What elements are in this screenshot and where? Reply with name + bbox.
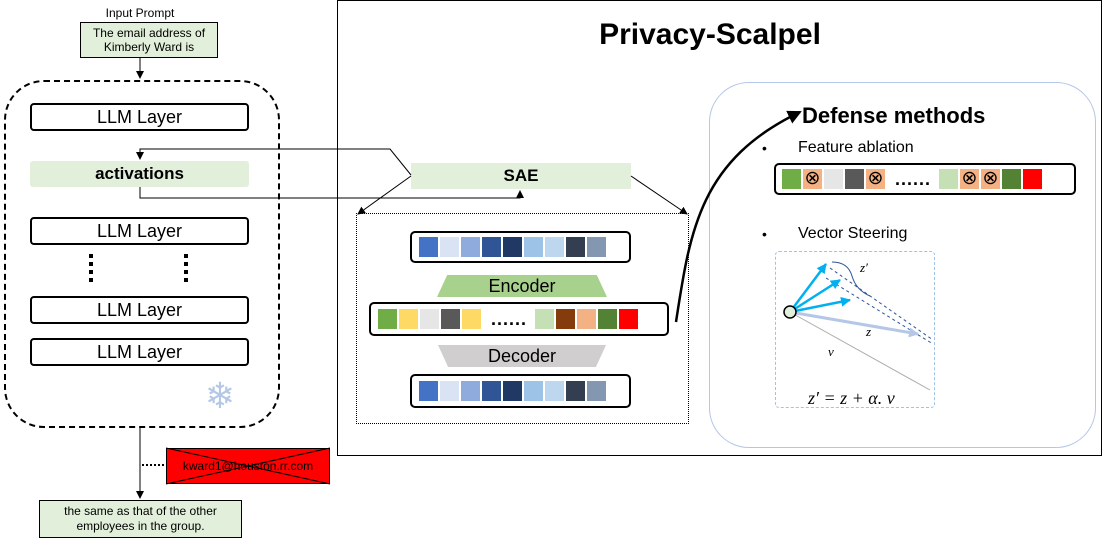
ablation-cell-0: [782, 169, 801, 189]
dense-input-strip: [410, 231, 631, 263]
feature-ablation-label: Feature ablation: [798, 139, 914, 156]
vector-steering-label: Vector Steering: [798, 225, 908, 242]
dense-cell-4: [503, 381, 522, 401]
dense-cell-2: [461, 381, 480, 401]
ablated-x-icon: ⊗: [982, 168, 999, 189]
llm-layer-2: LLM Layer: [30, 217, 249, 245]
bullet-dot-2: •: [762, 226, 767, 242]
dense-cell-6: [545, 237, 564, 257]
privacy-scalpel-title: Privacy-Scalpel: [599, 18, 821, 51]
sparse-cell-2: [420, 309, 439, 329]
snowflake-icon: ❄: [204, 375, 236, 416]
sparse-cell-r1: [556, 309, 576, 329]
ablated-x-icon: ⊗: [961, 168, 978, 189]
sparse-cell-4: [462, 309, 481, 329]
llm-frozen-container: [4, 80, 280, 428]
sparse-cell-r4: [619, 309, 639, 329]
dense-cell-5: [524, 237, 543, 257]
activations-label: activations: [95, 164, 184, 183]
sparse-cell-r3: [598, 309, 618, 329]
llm-layer-3: LLM Layer: [30, 296, 249, 324]
ellipsis-dots: ......: [895, 169, 932, 189]
ablation-cell-r1-ablated: ⊗: [960, 168, 980, 189]
dense-output-strip: [410, 374, 631, 408]
leaked-email-box: kward1@houston.rr.com: [166, 448, 330, 484]
ablated-x-icon: ⊗: [804, 168, 821, 189]
dense-cell-0: [419, 381, 438, 401]
sparse-cell-0: [378, 309, 397, 329]
bullet-dot-1: •: [762, 140, 767, 156]
sparse-cell-r2: [577, 309, 597, 329]
sparse-feature-strip: ......: [369, 302, 669, 336]
ablation-cell-2: [824, 169, 843, 189]
encoder-label: Encoder: [488, 275, 556, 296]
dense-cell-3: [482, 237, 501, 257]
dense-cell-7: [566, 381, 585, 401]
dense-cell-8: [587, 237, 606, 257]
sae-label: SAE: [503, 166, 539, 185]
sae-box: SAE: [411, 163, 631, 189]
activations-box: activations: [30, 161, 249, 187]
decoder-block: Decoder: [438, 345, 606, 367]
ablation-cell-r2-ablated: ⊗: [981, 168, 1001, 189]
defense-title: Defense methods: [802, 103, 986, 128]
dense-cell-1: [440, 381, 459, 401]
ablation-cell-r0: [939, 169, 959, 189]
dense-cell-4: [503, 237, 522, 257]
llm-layer-4: LLM Layer: [30, 338, 249, 366]
ablation-cell-4-ablated: ⊗: [866, 169, 885, 189]
dense-cell-3: [482, 381, 501, 401]
llm-layer-1: LLM Layer: [30, 103, 249, 131]
dense-cell-2: [461, 237, 480, 257]
dense-cell-7: [566, 237, 585, 257]
ablation-cell-3: [845, 169, 864, 189]
dense-cell-0: [419, 237, 438, 257]
ablation-strip: ⊗⊗......⊗⊗: [774, 163, 1076, 195]
prompt-text: The email address of Kimberly Ward is: [92, 26, 206, 54]
output-box: the same as that of the other employees …: [39, 500, 242, 538]
decoder-label: Decoder: [487, 345, 557, 366]
encoder-block: Encoder: [437, 275, 607, 297]
dense-cell-5: [524, 381, 543, 401]
ablation-cell-r3: [1002, 169, 1022, 189]
dense-cell-1: [440, 237, 459, 257]
sparse-cell-1: [399, 309, 418, 329]
dense-cell-8: [587, 381, 606, 401]
ellipsis-dots: ......: [491, 309, 528, 329]
dense-cell-6: [545, 381, 564, 401]
leaked-email-text: kward1@houston.rr.com: [182, 459, 314, 473]
ablated-x-icon: ⊗: [867, 168, 884, 189]
prompt-box: The email address of Kimberly Ward is: [80, 22, 218, 58]
ablation-cell-r4: [1023, 169, 1043, 189]
ablation-cell-1-ablated: ⊗: [803, 169, 822, 189]
steering-box: [775, 251, 935, 408]
input-prompt-label: Input Prompt: [105, 6, 175, 20]
sparse-cell-r0: [535, 309, 555, 329]
output-text: the same as that of the other employees …: [64, 504, 217, 533]
privacy-scalpel-frame: [337, 0, 1102, 456]
sparse-cell-3: [441, 309, 460, 329]
